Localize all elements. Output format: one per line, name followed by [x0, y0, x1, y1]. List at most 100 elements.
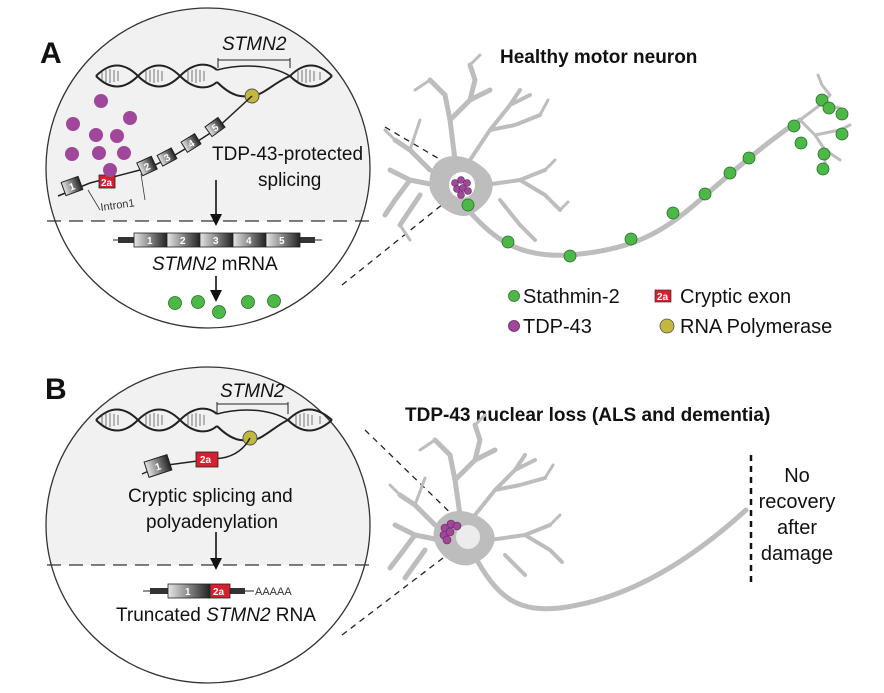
legend-item-tdp43: TDP-43 — [508, 316, 592, 338]
pre-mrna-exon-1: 1 — [143, 454, 173, 478]
svg-text:2a: 2a — [101, 178, 113, 189]
tdp43-molecule — [110, 129, 124, 143]
tdp43-molecule — [463, 179, 471, 187]
stathmin-molecule — [835, 107, 849, 121]
stathmin-molecule — [168, 296, 182, 310]
stathmin-molecule — [191, 295, 205, 309]
process-label-line1: Cryptic splicing and — [128, 486, 293, 507]
svg-text:damage: damage — [761, 543, 833, 565]
svg-text:1: 1 — [68, 181, 77, 193]
svg-text:RNA Polymerase: RNA Polymerase — [680, 316, 832, 338]
stathmin-molecule — [666, 206, 680, 220]
stathmin-molecule — [787, 119, 801, 133]
axon-stathmin-proteins — [461, 93, 849, 263]
panel-a: A STMN2 — [40, 7, 852, 338]
svg-text:3: 3 — [162, 152, 172, 165]
svg-text:after: after — [777, 517, 817, 539]
tdp43-molecule — [457, 191, 465, 199]
tdp43-molecule — [66, 117, 80, 131]
panel-a-title: Healthy motor neuron — [500, 47, 697, 68]
legend-item-polymerase: RNA Polymerase — [659, 316, 832, 338]
tdp43-icon — [508, 320, 520, 332]
cryptic-exon-icon — [654, 289, 672, 303]
pre-mrna-exon-4: 4 — [180, 132, 202, 154]
tdp43-molecule — [92, 146, 106, 160]
stathmin-molecule — [816, 162, 830, 176]
mrna-exon-2: 2 — [166, 232, 201, 248]
panel-b-letter: B — [45, 373, 67, 406]
tdp43-molecule — [452, 521, 462, 531]
panel-a-letter: A — [40, 37, 62, 70]
stathmin-molecule — [698, 187, 712, 201]
tdp43-nuclear-cluster — [451, 176, 472, 199]
intron-bracket — [87, 173, 146, 211]
stathmin-molecule — [742, 151, 756, 165]
svg-text:5: 5 — [279, 236, 285, 247]
truncated-rna-label: Truncated STMN2 RNA — [116, 605, 316, 626]
svg-text:3: 3 — [213, 236, 219, 247]
svg-text:Cryptic exon: Cryptic exon — [680, 286, 791, 308]
mrna-exon-5: 5 — [265, 232, 301, 248]
gene-bracket — [217, 58, 291, 68]
process-label-line1: TDP-43-protected — [212, 144, 363, 165]
mrna-label: STMN2 mRNA — [152, 254, 278, 275]
mature-mrna: 1 2 3 4 5 — [113, 232, 322, 248]
svg-text:4: 4 — [186, 138, 197, 151]
healthy-neuron — [382, 53, 852, 263]
svg-text:TDP-43: TDP-43 — [523, 316, 592, 338]
panel-b-title: TDP-43 nuclear loss (ALS and dementia) — [405, 405, 770, 426]
legend: Stathmin-2 TDP-43 2a Cryptic exon RNA Po… — [508, 286, 832, 338]
stathmin-molecule — [241, 295, 255, 309]
inset-circle-outline — [45, 7, 371, 329]
pre-mrna-exon-3: 3 — [156, 147, 178, 167]
stathmin-molecule — [624, 232, 638, 246]
stathmin-proteins — [168, 294, 281, 319]
mrna-exon-1: 1 — [133, 232, 168, 248]
legend-item-stathmin: Stathmin-2 — [508, 286, 620, 308]
tdp43-molecule — [464, 187, 472, 195]
legend-item-cryptic-exon: 2a Cryptic exon — [654, 286, 791, 308]
svg-text:1: 1 — [154, 461, 163, 473]
tdp43-molecule — [89, 128, 103, 142]
svg-text:5: 5 — [210, 122, 221, 134]
svg-text:4: 4 — [246, 236, 252, 247]
arrow-down-icon — [210, 532, 222, 570]
gene-label-stmn2: STMN2 — [222, 34, 287, 55]
stathmin-molecule — [501, 235, 515, 249]
svg-text:2: 2 — [143, 161, 153, 174]
dna-helix — [95, 63, 333, 98]
polymerase-icon — [659, 318, 675, 334]
cryptic-exon-2a: 2a — [98, 174, 116, 189]
arrow-down-icon — [210, 276, 222, 302]
pre-mrna-exon-1: 1 — [60, 175, 84, 197]
stathmin-molecule — [817, 147, 831, 161]
inset-circle-outline — [45, 366, 371, 684]
tdp43-molecule — [103, 163, 117, 177]
truncated-rna: 1 2a AAAAA — [143, 583, 292, 599]
tdp43-molecule — [123, 111, 137, 125]
svg-text:2a: 2a — [213, 587, 225, 598]
tdp43-molecule — [445, 527, 455, 537]
svg-text:recovery: recovery — [759, 491, 836, 513]
panel-a-inset: STMN2 1 2a 2 3 — [45, 7, 371, 329]
stathmin-molecule — [212, 305, 226, 319]
stathmin-molecule — [267, 294, 281, 308]
tdp43-molecule — [117, 146, 131, 160]
pre-mrna-exon-2: 2 — [136, 155, 158, 177]
stathmin-molecule — [794, 136, 808, 150]
mrna-exon-4: 4 — [232, 232, 267, 248]
svg-text:2: 2 — [180, 236, 186, 247]
stathmin-molecule — [723, 166, 737, 180]
process-label-line2: polyadenylation — [146, 512, 278, 533]
process-label-line2: splicing — [258, 170, 321, 191]
stathmin-molecule — [461, 198, 475, 212]
svg-text:No: No — [784, 465, 810, 487]
gene-bracket — [216, 402, 289, 414]
stathmin-molecule — [815, 93, 829, 107]
damaged-neuron: No recovery after damage — [387, 413, 836, 612]
stathmin-molecule — [835, 127, 849, 141]
panel-b: B STMN2 — [45, 366, 836, 684]
stathmin-molecule — [822, 101, 836, 115]
rna-cryptic-exon-2a: 2a — [209, 583, 231, 599]
